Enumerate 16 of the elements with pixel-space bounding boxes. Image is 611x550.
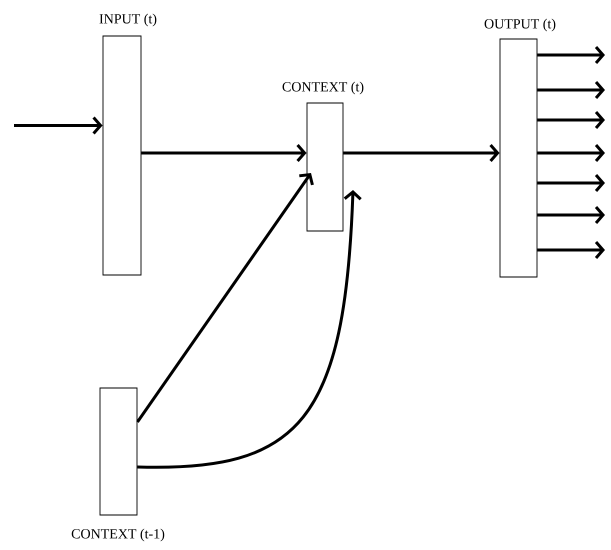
layer-label: OUTPUT (t)	[484, 18, 556, 32]
layer-label: INPUT (t)	[100, 14, 156, 26]
arrow	[537, 46, 605, 64]
arrow	[537, 144, 605, 162]
arrow	[537, 81, 605, 99]
arrow	[537, 174, 605, 192]
arrow	[14, 116, 103, 134]
arrow	[537, 206, 605, 224]
layer-label: CONTEXT (t)	[282, 82, 364, 94]
arrow	[343, 144, 500, 162]
arrow	[537, 241, 605, 259]
arrow	[141, 144, 307, 162]
arrow	[136, 173, 314, 423]
arrow	[137, 190, 362, 468]
layer-label: CONTEXT (t-1)	[72, 528, 164, 542]
arrow	[537, 111, 605, 129]
